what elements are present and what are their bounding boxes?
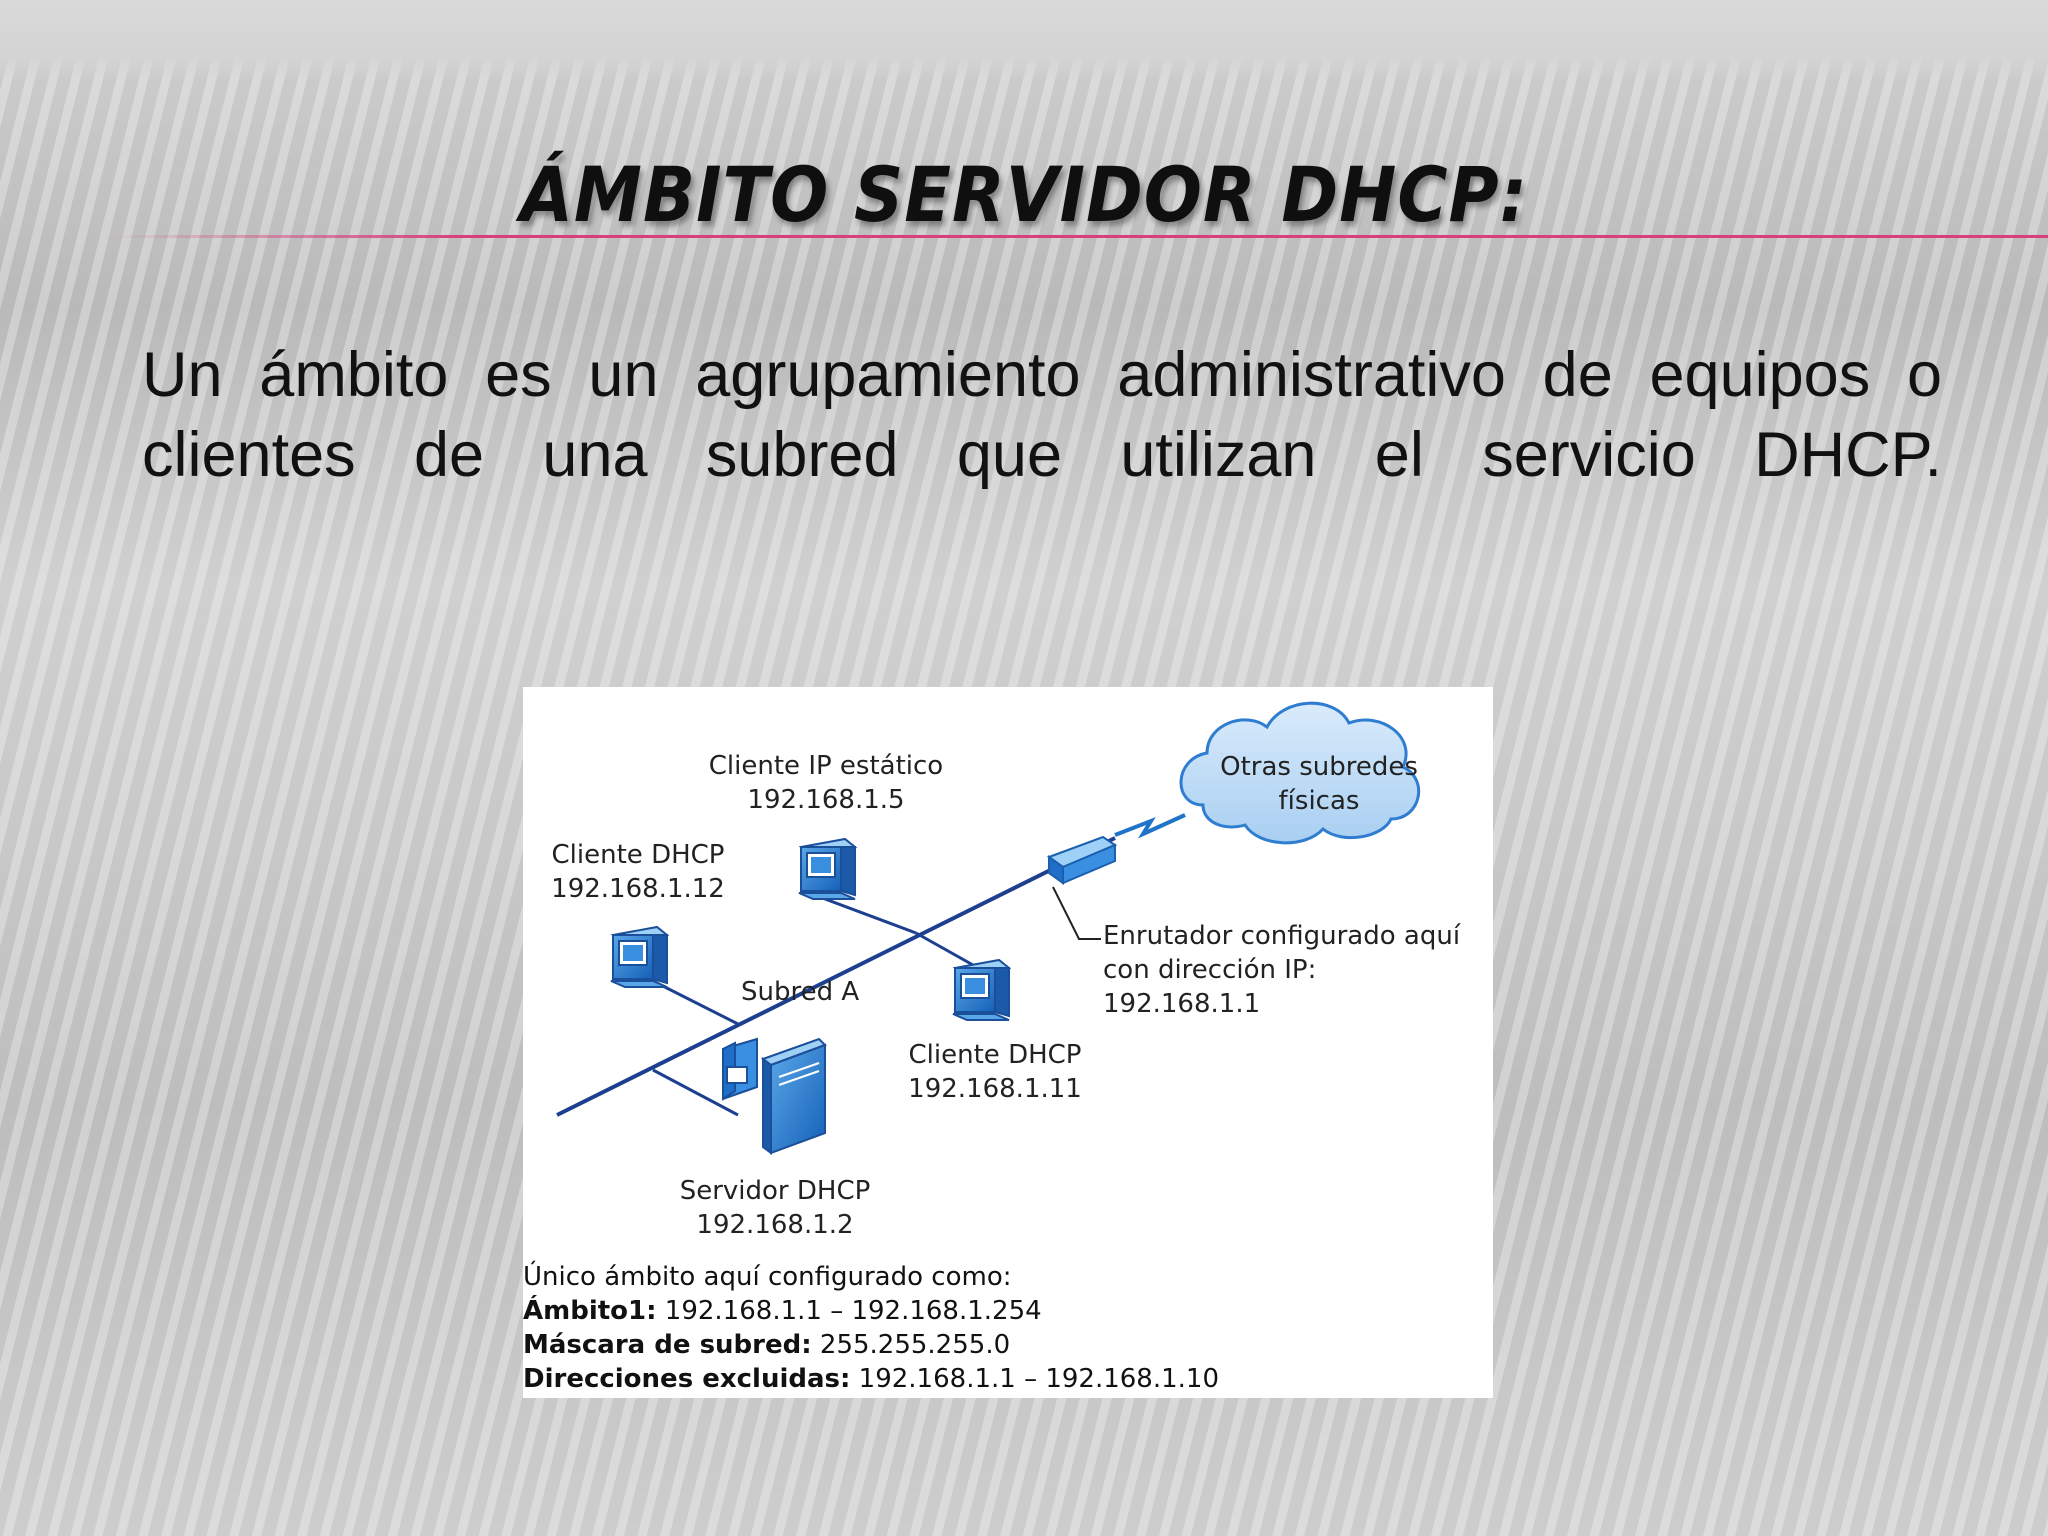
- dhcp-client-12-name: Cliente DHCP: [552, 840, 725, 870]
- top-band: [0, 0, 2048, 80]
- router-label-line2: con dirección IP:: [1103, 955, 1316, 985]
- static-client-ip: 192.168.1.5: [747, 785, 904, 815]
- subnet-mask-value: 255.255.255.0: [812, 1330, 1010, 1360]
- subnet-backbone: [556, 836, 1116, 1117]
- dhcp-client-12-computer-icon: [610, 925, 670, 988]
- cloud-icon: [1179, 701, 1421, 845]
- subnet-label: Subred A: [741, 977, 859, 1007]
- link-dhcp-client-11: [915, 931, 974, 967]
- dhcp-server-icon: [722, 1037, 827, 1155]
- slide-title: Ámbito servidor DHCP:: [520, 150, 1528, 239]
- slide-body-text: Un ámbito es un agrupamiento administrat…: [142, 340, 1942, 490]
- scope-range-value: 192.168.1.1 – 192.168.1.254: [657, 1296, 1042, 1326]
- dhcp-client-11-ip: 192.168.1.11: [908, 1074, 1082, 1104]
- excluded-addresses-line: Direcciones excluidas: 192.168.1.1 – 192…: [523, 1364, 1219, 1394]
- excluded-addresses-value: 192.168.1.1 – 192.168.1.10: [850, 1364, 1219, 1394]
- scope-range-line: Ámbito1: 192.168.1.1 – 192.168.1.254: [523, 1294, 1042, 1326]
- title-underline: [110, 235, 2048, 238]
- dhcp-server-name: Servidor DHCP: [680, 1176, 871, 1206]
- cloud-label-line1: Otras subredes: [1220, 752, 1418, 782]
- dhcp-scope-diagram: Otras subredes físicas Enrutador configu…: [523, 687, 1493, 1398]
- dhcp-client-12-ip: 192.168.1.12: [551, 874, 725, 904]
- static-client-computer-icon: [798, 837, 858, 900]
- dhcp-client-11-computer-icon: [952, 958, 1012, 1021]
- scope-range-label: Ámbito1:: [523, 1294, 657, 1326]
- dhcp-client-11-name: Cliente DHCP: [909, 1040, 1082, 1070]
- static-client-name: Cliente IP estático: [709, 751, 943, 781]
- cloud-label-line2: físicas: [1279, 786, 1360, 816]
- wan-link-icon: [1114, 813, 1186, 839]
- subnet-mask-line: Máscara de subred: 255.255.255.0: [523, 1330, 1010, 1360]
- router-icon: [1046, 835, 1118, 885]
- subnet-mask-label: Máscara de subred:: [523, 1330, 812, 1360]
- excluded-addresses-label: Direcciones excluidas:: [523, 1364, 850, 1394]
- router-callout-line: [1052, 886, 1101, 940]
- router-label-line3: 192.168.1.1: [1103, 989, 1260, 1019]
- link-dhcp-server: [652, 1068, 739, 1117]
- dhcp-server-ip: 192.168.1.2: [696, 1210, 853, 1240]
- router-label-line1: Enrutador configurado aquí: [1103, 921, 1461, 951]
- scope-notes-heading: Único ámbito aquí configurado como:: [523, 1260, 1012, 1292]
